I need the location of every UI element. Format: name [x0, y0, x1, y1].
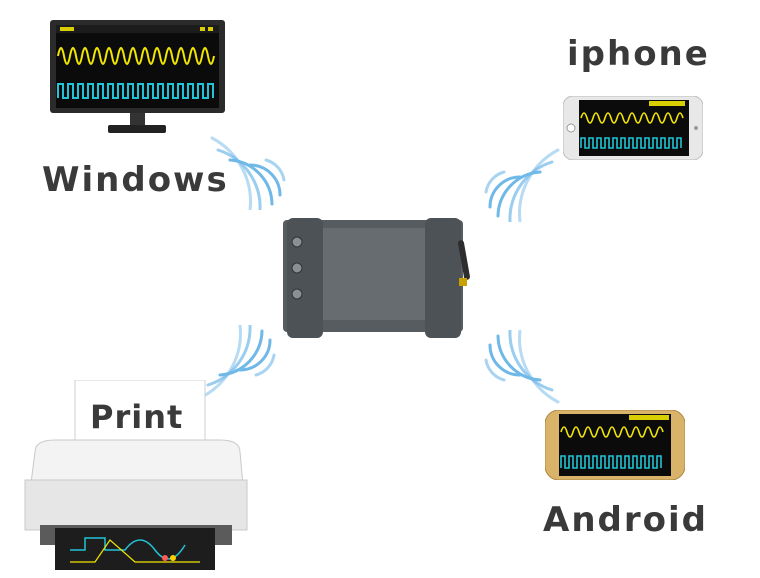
- android-label: Android: [543, 500, 708, 540]
- iphone-device: [563, 96, 703, 160]
- wifi-waves-top-left: [210, 120, 300, 210]
- iphone-label: iphone: [567, 34, 710, 74]
- windows-label: Windows: [42, 160, 229, 200]
- oscilloscope-device: [275, 210, 485, 340]
- print-label: Print: [90, 398, 184, 436]
- wifi-waves-bottom-left: [200, 325, 290, 415]
- wifi-waves-top-right: [470, 132, 560, 222]
- square-trace: [57, 83, 214, 99]
- wifi-waves-bottom-right: [470, 330, 560, 420]
- android-device: [545, 410, 685, 480]
- sine-trace: [57, 47, 215, 65]
- printer: [15, 380, 260, 575]
- windows-monitor: [50, 20, 225, 140]
